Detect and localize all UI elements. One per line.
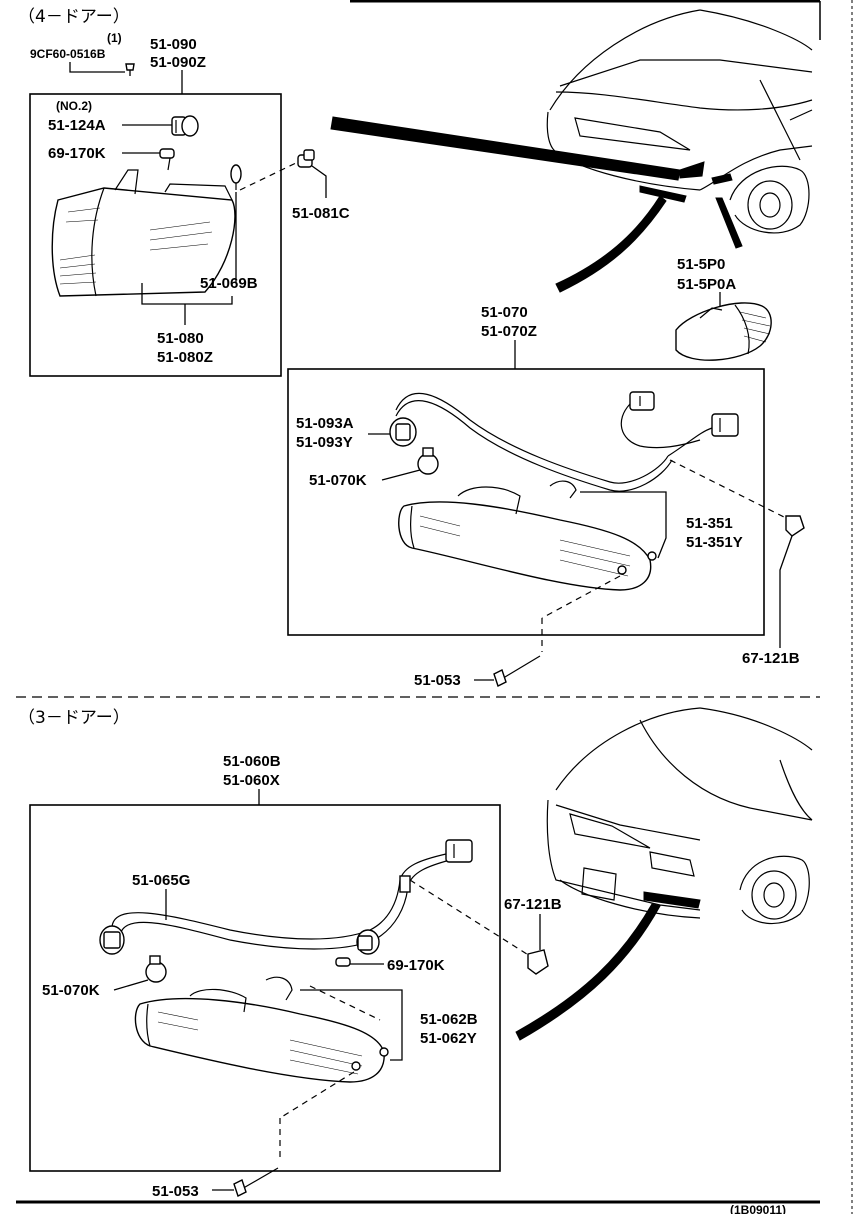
label-lens-062b: 51-062B: [420, 1011, 478, 1028]
label-front-assy-070z: 51-070Z: [481, 323, 537, 340]
leader-clip-081c: [311, 165, 327, 198]
label-clip-121b-top: 67-121B: [742, 650, 800, 667]
bumper-lamp-box: [29, 804, 501, 1172]
label-screw-053-bottom: 51-053: [152, 1183, 199, 1200]
bulb-070k-bottom-part: [145, 955, 167, 983]
corner-lamp-box: [29, 93, 282, 377]
label-side-5p0: 51-5P0: [677, 256, 725, 273]
front-lamp-top-part: [398, 480, 657, 591]
label-assy-060b: 51-060B: [223, 753, 281, 770]
clip-121b-bottom-part: [527, 949, 549, 975]
bulb-070k-top-part: [417, 447, 439, 475]
label-corner-assy-b: 51-090Z: [150, 54, 206, 71]
socket-bottom-left-part: [99, 925, 125, 955]
label-bulb-69-170k-bottom: 69-170K: [387, 957, 445, 974]
wedge-bulb-bottom-part: [335, 957, 351, 967]
socket-124a-part: [171, 115, 199, 137]
leader-bulb-070k-bottom: [113, 979, 149, 991]
label-lens-080: 51-080: [157, 330, 204, 347]
socket-069b-part: [230, 164, 242, 190]
harness-bottom-part: [111, 839, 473, 950]
label-socket-069b: 51-069B: [200, 275, 258, 292]
side-marker-part: [675, 302, 772, 361]
clip-121b-top-part: [785, 515, 805, 537]
dash-lamp-to-screw-bottom-a: [279, 1071, 355, 1119]
label-clip-121b-bottom: 67-121B: [504, 896, 562, 913]
dash-lamp-pins: [309, 985, 381, 1021]
section-label-three-door: （3－ドアー）: [18, 708, 130, 728]
label-bulb-69-170k-top: 69-170K: [48, 145, 106, 162]
label-socket-093a: 51-093A: [296, 415, 354, 432]
label-socket-093y: 51-093Y: [296, 434, 353, 451]
label-clip-081c: 51-081C: [292, 205, 350, 222]
label-front-assy-070: 51-070: [481, 304, 528, 321]
pointer-bar-side-lamp: [715, 197, 743, 249]
leader-lens-351: [580, 491, 667, 559]
bolt-part: [125, 63, 135, 76]
pointer-bar-front-lamp: [555, 195, 667, 293]
label-lens-351: 51-351: [686, 515, 733, 532]
label-bulb-070k-top: 51-070K: [309, 472, 367, 489]
leader-clip-121b-top: [779, 535, 793, 648]
label-bolt-qty: (1): [107, 31, 122, 45]
wedge-bulb-top-part: [159, 148, 175, 171]
car-front-top-illustration: [546, 9, 813, 234]
dash-corner-to-clip: [239, 161, 299, 191]
pointer-bar-corner: [330, 116, 681, 181]
label-bulb-no: (NO.2): [56, 99, 92, 113]
label-lens-080z: 51-080Z: [157, 349, 213, 366]
clip-081c-part: [297, 149, 315, 168]
section-label-four-door: （4－ドアー）: [18, 7, 130, 27]
leader-lens-062b: [300, 989, 403, 1061]
dash-harness-to-clip-bottom: [409, 879, 531, 957]
label-lens-062y: 51-062Y: [420, 1030, 477, 1047]
screw-053-bottom-part: [233, 1167, 279, 1197]
label-corner-assy-a: 51-090: [150, 36, 197, 53]
label-lens-351y: 51-351Y: [686, 534, 743, 551]
socket-093a-part: [389, 417, 417, 447]
car-front-bottom-illustration: [515, 707, 813, 1041]
dash-lamp-to-screw-top-a: [541, 575, 621, 619]
label-assy-060x: 51-060X: [223, 772, 280, 789]
label-side-5p0a: 51-5P0A: [677, 276, 736, 293]
label-harness-065g: 51-065G: [132, 872, 190, 889]
leader-bulb-070k-top: [381, 469, 421, 481]
front-lamp-box: [287, 368, 765, 636]
leader-lens-080: [141, 283, 233, 305]
footer-reference: (1B09011): [730, 1203, 786, 1214]
bumper-lamp-bottom-part: [134, 976, 389, 1083]
leader-bolt: [69, 62, 125, 73]
label-bolt: 9CF60-0516B: [30, 47, 106, 61]
label-bulb-070k-bottom: 51-070K: [42, 982, 100, 999]
harness-top-part: [395, 391, 739, 492]
screw-053-top-part: [493, 655, 541, 687]
corner-lamp-part: [51, 169, 236, 297]
label-screw-053-top: 51-053: [414, 672, 461, 689]
dash-harness-to-clip-top: [669, 459, 791, 521]
label-socket-124a: 51-124A: [48, 117, 106, 134]
socket-bottom-right-part: [356, 929, 380, 955]
